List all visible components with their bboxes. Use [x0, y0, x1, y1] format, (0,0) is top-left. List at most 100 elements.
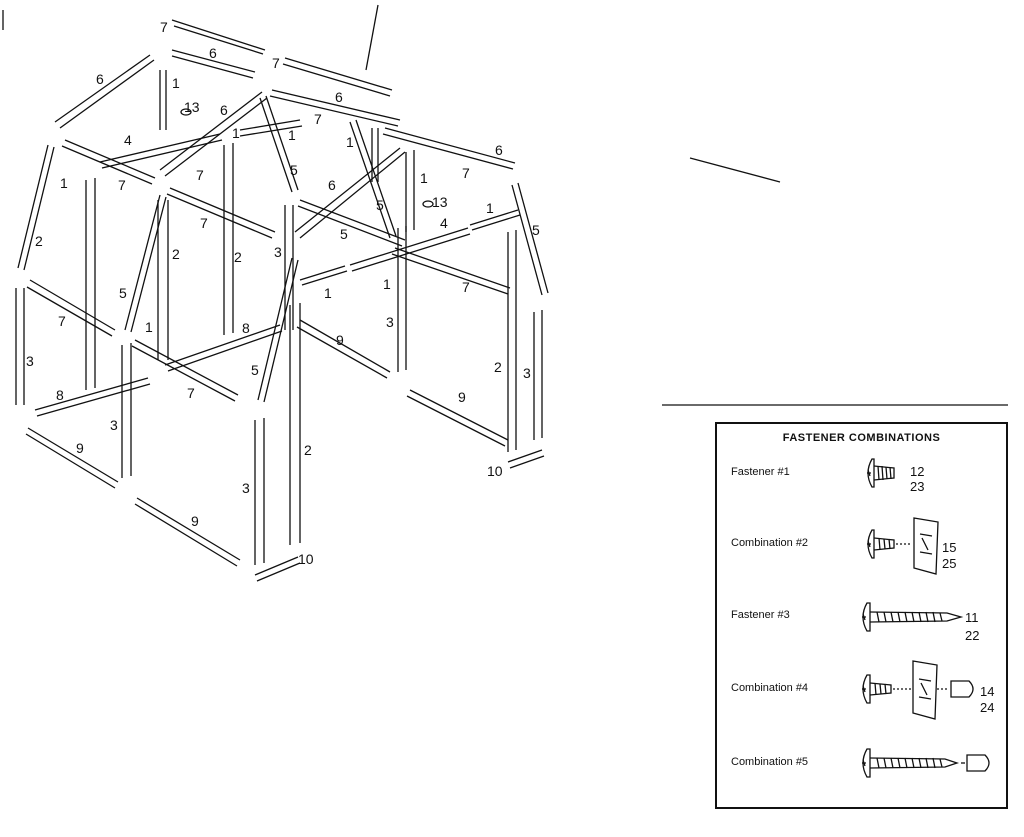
part-rail	[297, 199, 406, 247]
part-number-label: 2	[172, 246, 180, 262]
part-rail	[349, 227, 471, 272]
combination-4-label: Combination #4	[731, 682, 809, 694]
part-number-label: 10	[298, 551, 314, 567]
part-rail	[166, 187, 276, 239]
part-number-label: 6	[96, 71, 104, 87]
part-number-label: 7	[462, 279, 470, 295]
part-number-label: 6	[328, 177, 336, 193]
combination-5-icon	[862, 748, 990, 778]
part-number-label: 3	[110, 417, 118, 433]
part-rail	[507, 449, 545, 469]
part-number-label: 5	[376, 197, 384, 213]
part-post	[284, 205, 294, 330]
part-number-label: 7	[58, 313, 66, 329]
part-rail	[391, 247, 511, 295]
part-number-label: 1	[145, 319, 153, 335]
fastener-1-code-b: 23	[910, 479, 925, 494]
part-number-label: 10	[487, 463, 503, 479]
part-number-label: 3	[523, 365, 531, 381]
part-number-label: 6	[495, 142, 503, 158]
fastener-3-label: Fastener #3	[731, 609, 790, 621]
fastener-combinations-panel: FASTENER COMBINATIONS Fastener #1 12 23 …	[715, 422, 1008, 809]
part-number-label: 9	[458, 389, 466, 405]
part-post	[85, 178, 96, 390]
part-13-clip	[180, 108, 192, 116]
part-number-label: 1	[346, 134, 354, 150]
part-number-label: 1	[486, 200, 494, 216]
part-brace	[17, 144, 55, 271]
part-post	[507, 230, 517, 452]
part-number-label: 7	[314, 111, 322, 127]
fastener-3-code-b: 22	[965, 628, 980, 643]
part-post	[223, 143, 234, 335]
part-rail	[382, 127, 516, 170]
part-number-label: 1	[420, 170, 428, 186]
part-brace	[349, 119, 397, 239]
part-brace	[511, 182, 549, 296]
part-post	[159, 70, 167, 130]
part-number-label: 5	[340, 226, 348, 242]
part-number-label: 9	[76, 440, 84, 456]
part-number-label: 4	[440, 215, 448, 231]
part-number-label: 7	[272, 55, 280, 71]
part-number-label: 8	[56, 387, 64, 403]
part-number-label: 5	[290, 162, 298, 178]
part-post	[15, 288, 25, 405]
part-number-label: 7	[462, 165, 470, 181]
part-rail	[282, 57, 393, 97]
part-brace	[259, 95, 299, 193]
part-number-label: 7	[118, 177, 126, 193]
part-number-label: 7	[160, 19, 168, 35]
part-rail	[26, 279, 116, 337]
fastener-3-icon	[862, 602, 964, 632]
combination-5-label: Combination #5	[731, 756, 809, 768]
part-number-label: 8	[242, 320, 250, 336]
part-number-label: 7	[196, 167, 204, 183]
part-number-label: 6	[335, 89, 343, 105]
combination-2-code-a: 15	[942, 540, 957, 555]
part-post	[157, 200, 169, 360]
guide-line	[365, 4, 379, 71]
part-number-label: 3	[242, 480, 250, 496]
part-number-label: 5	[532, 222, 540, 238]
part-number-label: 3	[386, 314, 394, 330]
part-rail	[296, 319, 391, 379]
part-number-label: 1	[324, 285, 332, 301]
combination-4-code-b: 24	[980, 700, 995, 715]
part-post	[371, 128, 379, 182]
part-post	[121, 343, 132, 478]
part-number-label: 1	[172, 75, 180, 91]
part-number-label: 1	[232, 125, 240, 141]
part-rail	[294, 147, 406, 239]
combination-2-code-b: 25	[942, 556, 957, 571]
part-rail	[25, 427, 119, 489]
part-post	[533, 310, 543, 440]
part-rail	[159, 91, 268, 177]
combination-2-icon	[867, 517, 939, 575]
part-number-label: 3	[274, 244, 282, 260]
part-number-label: 9	[336, 332, 344, 348]
part-rail	[164, 324, 283, 372]
part-number-label: 1	[288, 127, 296, 143]
part-rail	[61, 139, 156, 185]
combination-2-label: Combination #2	[731, 537, 809, 549]
part-number-label: 7	[187, 385, 195, 401]
part-rail	[131, 339, 239, 402]
fastener-1-icon	[867, 458, 895, 488]
part-rail	[469, 209, 521, 231]
part-post	[405, 150, 415, 232]
part-number-label: 1	[383, 276, 391, 292]
part-number-label: 2	[494, 359, 502, 375]
part-13-clip	[422, 200, 434, 208]
part-rail	[34, 377, 151, 417]
part-number-label: 2	[234, 249, 242, 265]
part-number-label: 13	[184, 99, 200, 115]
part-number-label: 2	[35, 233, 43, 249]
combination-4-icon	[862, 660, 974, 720]
guide-line	[689, 157, 781, 183]
part-number-label: 6	[209, 45, 217, 61]
part-rail	[254, 556, 301, 582]
part-brace	[257, 257, 299, 403]
part-rail	[299, 265, 348, 286]
part-number-label: 13	[432, 194, 448, 210]
